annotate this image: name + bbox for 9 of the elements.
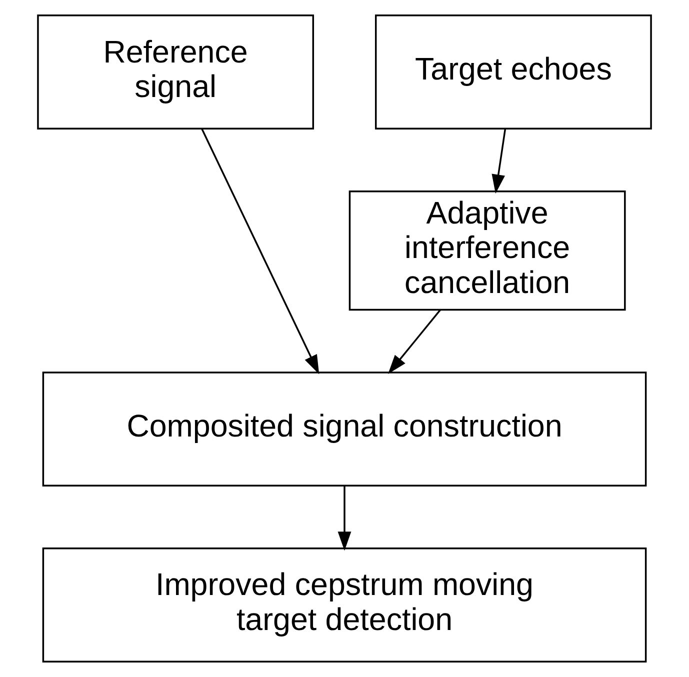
- node-box: Reference signal: [37, 14, 314, 130]
- node-box: Composited signal construction: [42, 372, 647, 487]
- arrow: [201, 128, 320, 374]
- arrow: [492, 128, 506, 194]
- node-box: Improved cepstrum moving target detection: [42, 548, 647, 662]
- arrow: [388, 310, 441, 374]
- node-box: Adaptive interference cancellation: [348, 190, 626, 311]
- node-box: Target echoes: [374, 14, 652, 130]
- arrow: [338, 486, 352, 551]
